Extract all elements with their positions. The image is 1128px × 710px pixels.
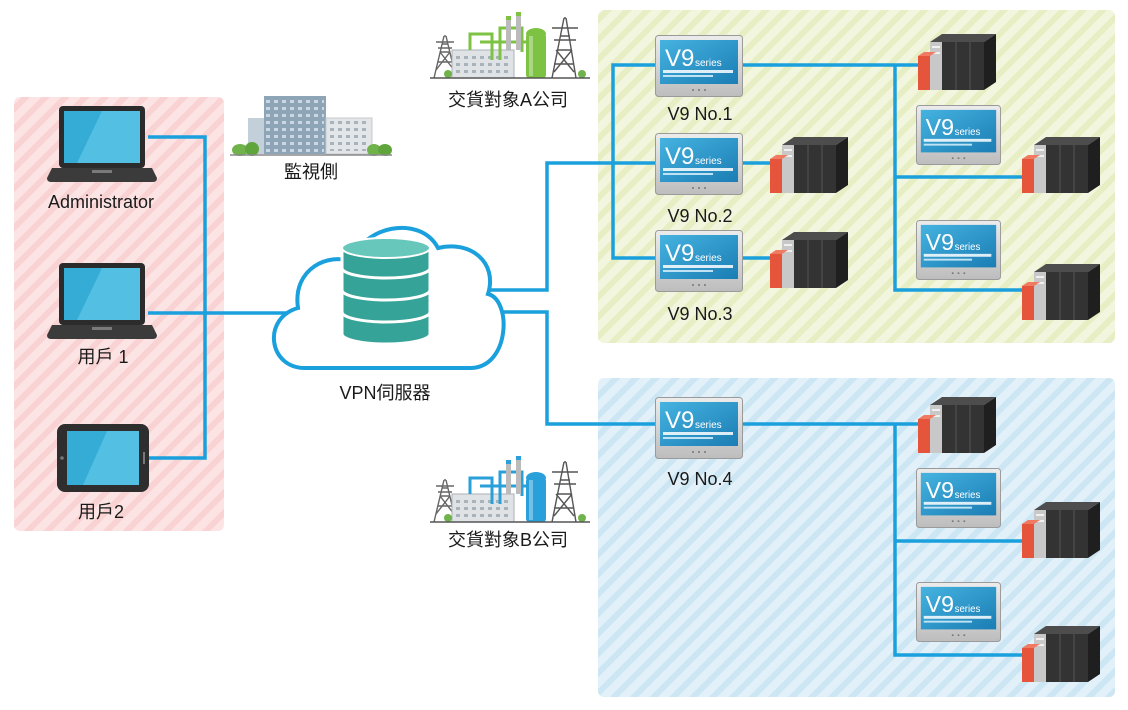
hmi-label-3: V9 No.3 bbox=[667, 304, 732, 324]
hmi-panel-icon bbox=[655, 397, 743, 459]
link-hmi4-branch bbox=[893, 424, 1025, 657]
link-vpn-to-site-b bbox=[495, 310, 655, 426]
monitoring-side-label: 監視側 bbox=[284, 162, 338, 182]
hmi-panel-icon bbox=[655, 230, 743, 292]
hmi-panel-icon bbox=[655, 35, 743, 97]
connections bbox=[148, 63, 1025, 657]
site-b-label: 交貨對象B公司 bbox=[448, 530, 568, 550]
database-icon bbox=[340, 237, 432, 346]
link-vpn-to-site-a bbox=[485, 161, 655, 292]
factory-icon bbox=[430, 12, 590, 80]
client-label-user2: 用戶2 bbox=[78, 502, 124, 522]
hmi-panel-icon bbox=[916, 582, 1001, 642]
hmi-panel-icon bbox=[916, 468, 1001, 528]
link-admin-to-tablet bbox=[148, 135, 207, 460]
laptop-icon bbox=[47, 106, 157, 182]
laptop-icon bbox=[47, 263, 157, 339]
link-hmi1-branch bbox=[893, 65, 1025, 292]
hmi-label-2: V9 No.2 bbox=[667, 206, 732, 226]
link-site-a-bus bbox=[611, 63, 655, 260]
hmi-panel-icon bbox=[916, 220, 1001, 280]
hmi-label-4: V9 No.4 bbox=[667, 469, 732, 489]
tablet-icon bbox=[57, 424, 149, 492]
hmi-label-1: V9 No.1 bbox=[667, 104, 732, 124]
site-a-label: 交貨對象A公司 bbox=[448, 90, 568, 110]
factory-icon bbox=[430, 456, 590, 524]
hmi-panel-icon bbox=[655, 133, 743, 195]
client-label-administrator: Administrator bbox=[48, 192, 154, 212]
hmi-panel-icon bbox=[916, 105, 1001, 165]
office-building-icon bbox=[230, 96, 392, 156]
vpn-server-label: VPN伺服器 bbox=[339, 383, 430, 403]
client-label-user1: 用戶 1 bbox=[77, 347, 128, 367]
